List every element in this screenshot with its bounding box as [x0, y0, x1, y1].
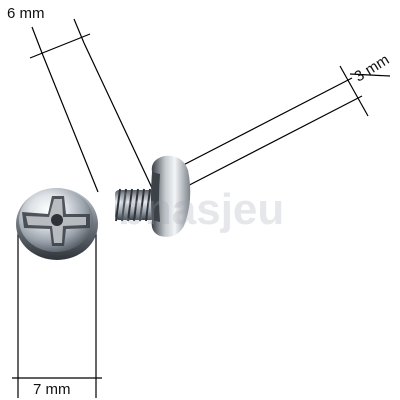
- dimension-label-bottom: 7 mm: [33, 381, 71, 398]
- watermark-text: bnasjeu: [118, 185, 284, 234]
- dimension-label-top: 6 mm: [7, 5, 45, 22]
- screw-head-front: [16, 188, 98, 260]
- dimension-lines: [12, 18, 391, 398]
- screw-side-view: [115, 155, 191, 237]
